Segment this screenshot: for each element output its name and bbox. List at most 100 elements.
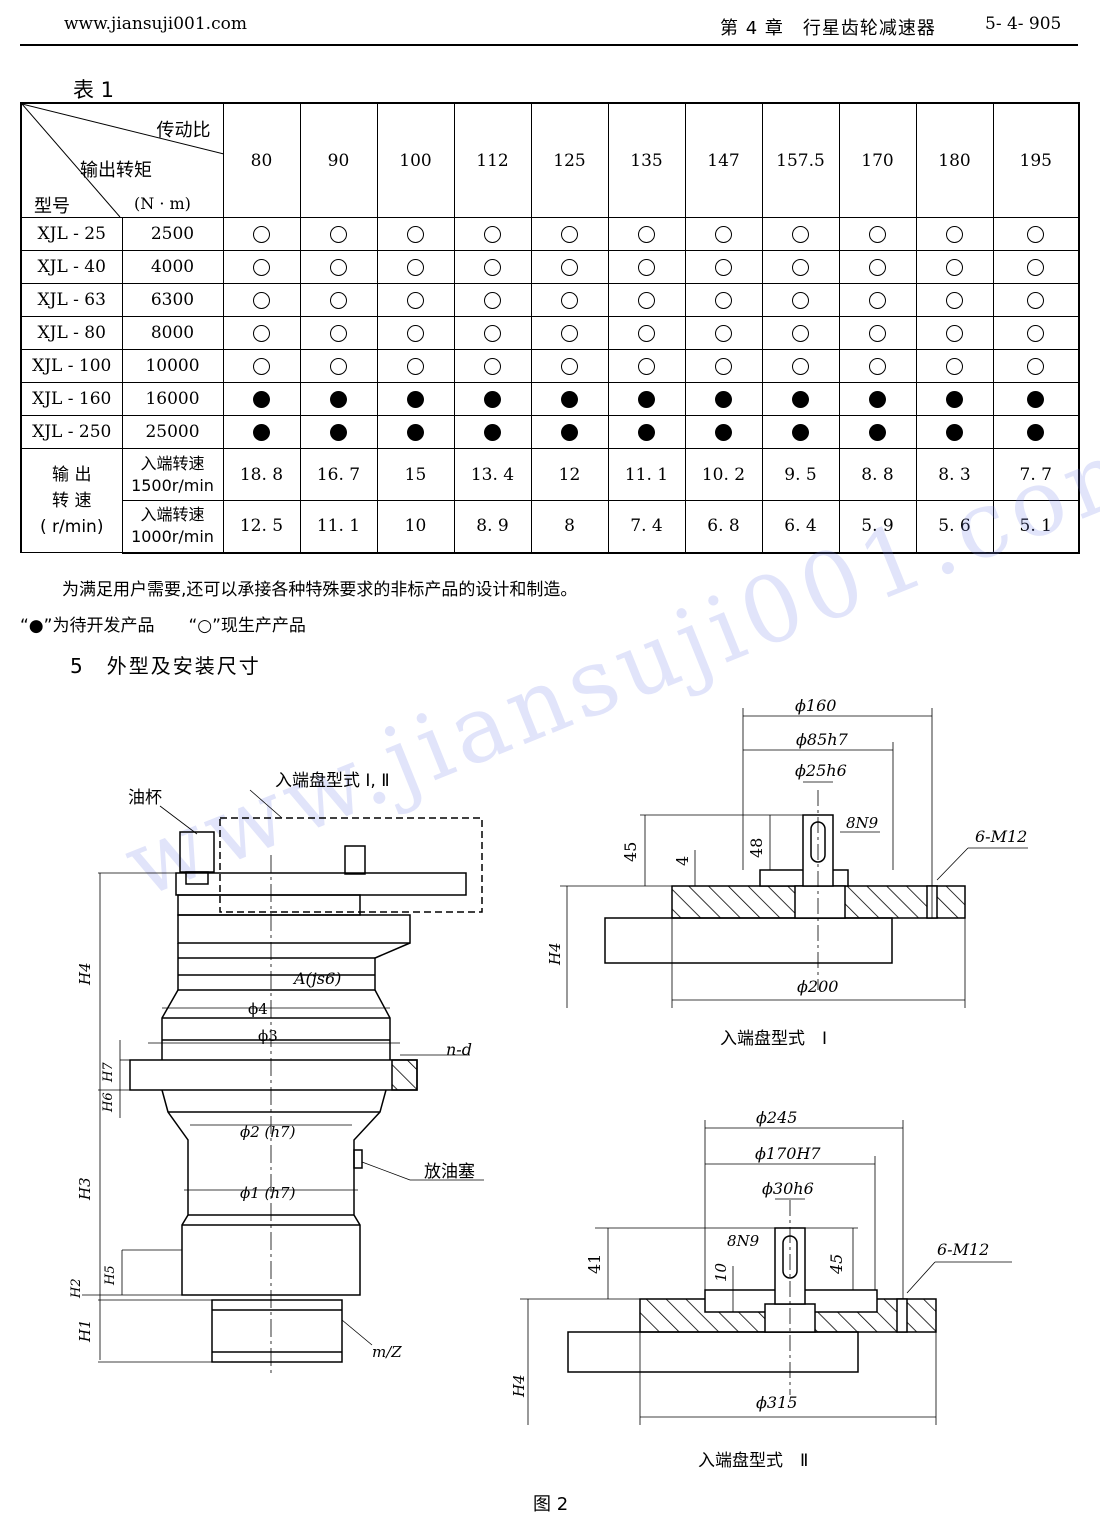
ratio-header-cell: 112 — [453, 102, 532, 218]
availability-cell — [453, 415, 532, 449]
availability-cell — [299, 316, 378, 350]
availability-cell — [761, 382, 840, 416]
ratio-header-cell: 180 — [915, 102, 994, 218]
to-be-developed-marker — [715, 391, 732, 408]
availability-cell — [376, 217, 455, 251]
in-production-marker — [1027, 358, 1045, 375]
in-production-marker — [253, 292, 270, 309]
availability-cell — [684, 217, 763, 251]
to-be-developed-marker — [715, 424, 732, 441]
in-production-marker — [561, 325, 578, 342]
input-speed-text: 1000r/min — [131, 527, 214, 547]
availability-cell — [299, 382, 378, 416]
model-cell: XJL - 40 — [20, 250, 123, 284]
in-production-marker — [1027, 226, 1045, 243]
type1-phi85h7: ϕ85h7 — [796, 730, 849, 749]
type2-H4: H4 — [510, 1374, 528, 1398]
type1-phi200: ϕ200 — [797, 977, 838, 996]
dim-H5: H5 — [103, 1265, 118, 1286]
in-production-marker — [792, 226, 809, 243]
output-speed-value: 8. 9 — [453, 500, 532, 554]
to-be-developed-marker — [1027, 424, 1045, 441]
in-production-marker — [792, 358, 809, 375]
availability-cell — [530, 283, 609, 317]
input-speed-text: 1500r/min — [131, 475, 214, 495]
type2-phi30h6: ϕ30h6 — [762, 1179, 814, 1198]
availability-cell — [684, 283, 763, 317]
in-production-marker — [869, 259, 886, 276]
table-title: 表 1 — [73, 78, 115, 102]
header-chapter: 第 4 章 行星齿轮减速器 — [720, 18, 936, 39]
type2-dim-45: 45 — [827, 1254, 846, 1275]
figure-caption: 图 2 — [533, 1494, 569, 1515]
output-speed-value: 6. 4 — [761, 500, 840, 554]
torque-cell: 8000 — [121, 316, 224, 350]
ratio-header-cell: 147 — [684, 102, 763, 218]
availability-cell — [915, 382, 994, 416]
in-production-marker — [792, 259, 809, 276]
in-production-marker — [484, 358, 501, 375]
in-production-marker — [946, 226, 963, 243]
output-speed-value: 9. 5 — [761, 448, 840, 501]
in-production-marker — [330, 226, 347, 243]
to-be-developed-marker — [330, 424, 347, 441]
dim-A-js6: A(js6) — [292, 969, 341, 988]
in-production-marker — [407, 259, 424, 276]
in-production-marker — [407, 325, 424, 342]
in-production-marker — [869, 358, 886, 375]
output-speed-value: 6. 8 — [684, 500, 763, 554]
header-page-number: 5- 4- 905 — [985, 14, 1062, 34]
output-speed-value: 5. 6 — [915, 500, 994, 554]
in-production-marker — [561, 292, 578, 309]
in-production-marker — [638, 226, 655, 243]
ratio-header-cell: 100 — [376, 102, 455, 218]
to-be-developed-marker — [407, 391, 424, 408]
availability-cell — [915, 217, 994, 251]
to-be-developed-marker — [407, 424, 424, 441]
type2-caption: 入端盘型式 Ⅱ — [698, 1451, 808, 1471]
to-be-developed-marker — [946, 391, 963, 408]
to-be-developed-marker — [561, 391, 578, 408]
output-speed-value: 7. 7 — [992, 448, 1080, 501]
to-be-developed-marker — [253, 391, 270, 408]
availability-cell — [299, 217, 378, 251]
dim-H2: H2 — [69, 1278, 84, 1299]
type1-section — [604, 814, 966, 964]
output-speed-value: 8 — [530, 500, 609, 554]
in-production-marker — [330, 358, 347, 375]
in-production-marker — [1027, 292, 1045, 309]
in-production-marker — [946, 292, 963, 309]
availability-cell — [992, 382, 1080, 416]
header-url[interactable]: www.jiansuji001.com — [64, 14, 247, 34]
availability-cell — [222, 382, 301, 416]
type1-dim-45: 45 — [621, 842, 640, 862]
type1-phi160: ϕ160 — [795, 696, 836, 715]
in-production-marker — [638, 259, 655, 276]
in-production-marker — [638, 292, 655, 309]
in-production-marker — [253, 358, 270, 375]
in-production-marker — [869, 292, 886, 309]
availability-cell — [992, 217, 1080, 251]
torque-cell: 6300 — [121, 283, 224, 317]
in-production-marker — [407, 226, 424, 243]
type1-key-8N9: 8N9 — [846, 814, 879, 832]
dim-H4-main: H4 — [76, 962, 94, 986]
in-production-marker — [715, 259, 732, 276]
to-be-developed-marker — [253, 424, 270, 441]
in-production-marker — [792, 325, 809, 342]
in-production-marker — [715, 226, 732, 243]
in-production-marker — [484, 292, 501, 309]
table-corner-cell: 传动比 输出转矩 型号 (N · m) — [20, 102, 224, 218]
in-production-marker — [330, 325, 347, 342]
availability-cell — [992, 415, 1080, 449]
type2-phi245: ϕ245 — [756, 1108, 797, 1127]
ratio-header-cell: 135 — [607, 102, 686, 218]
